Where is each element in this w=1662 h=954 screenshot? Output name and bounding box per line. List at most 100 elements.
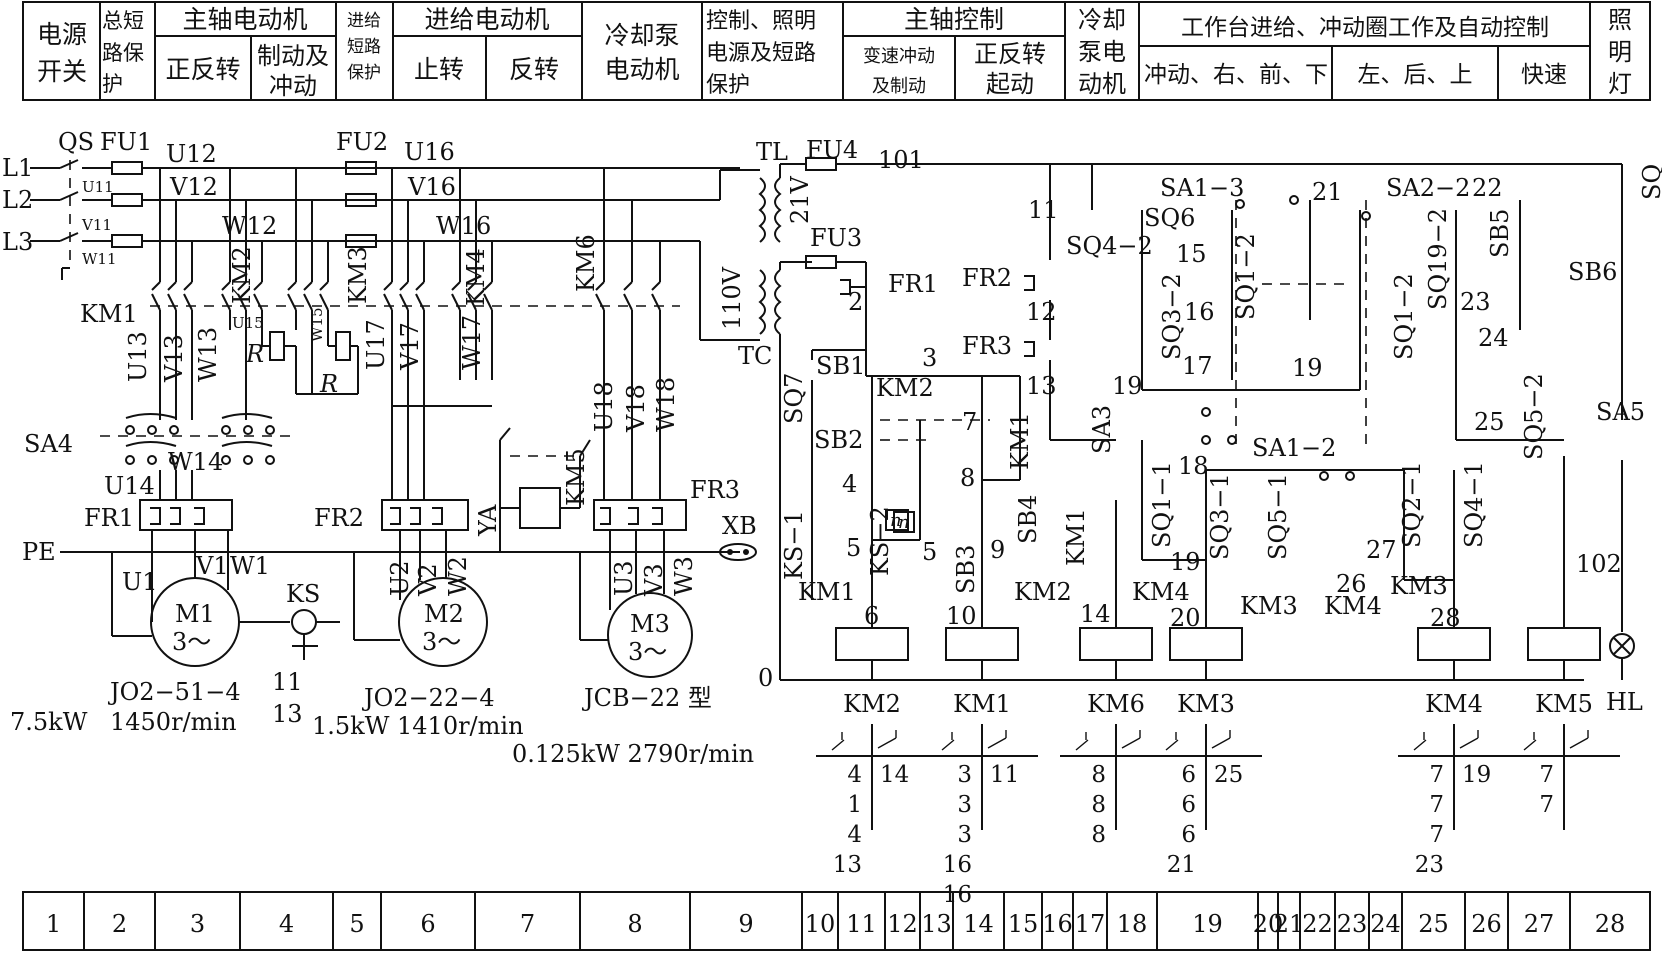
hdr-sub-left-back-up: 左、后、上 [1358,62,1473,88]
coil-km1-no-0: 11 [990,762,1019,788]
coil-km4-nc-2: 7 [1429,822,1444,848]
label-U16: U16 [404,138,455,166]
zone-number-28: 28 [1595,910,1626,938]
label-wire3: 3 [922,344,937,372]
label-wire19b: 19 [1292,354,1323,382]
zone-number-5: 5 [349,910,364,938]
label-wire4: 4 [842,470,857,498]
label-U14: U14 [104,472,155,500]
label-U13: U13 [124,331,152,382]
label-wire13: 13 [1026,372,1057,400]
hdr-total-short-protect: 总短路保护 [102,9,144,96]
coil-km2-nc-0: 4 [847,762,862,788]
coil-km2-nc-1: 1 [847,792,862,818]
coil-km1-nc-4: 16 [943,882,972,908]
label-21V: 21V [786,175,814,224]
label-V2: V2 [414,563,442,597]
label-U2: U2 [386,561,414,597]
label-U11: U11 [82,178,114,196]
component-labels: L1 L2 L3 QS FU1 U11 V11 W11 U12 V12 W12 … [2,128,1662,768]
hdr-power-switch: 电源开关 [37,20,87,86]
label-SA5: SA5 [1596,398,1645,426]
label-SB3: SB3 [952,545,980,594]
label-W18: W18 [652,377,680,432]
label-wire9: 9 [990,536,1005,564]
label-KM1-main: KM1 [80,300,138,328]
label-M1-3ph: 3～ [172,628,211,656]
zone-number-26: 26 [1471,910,1502,938]
hdr-spindle-motor: 主轴电动机 [182,5,307,34]
coil-label-km6: KM6 [1087,690,1145,718]
zone-number-2: 2 [112,910,127,938]
label-KM3-aux1: KM3 [1240,592,1298,620]
label-L3: L3 [2,228,33,256]
zone-number-9: 9 [738,910,753,938]
label-m2-rating: 1.5kW 1410r/min [312,712,524,740]
zone-number-15: 15 [1008,910,1039,938]
label-V17: V17 [396,322,424,371]
label-wire11: 11 [1028,196,1059,224]
label-n1: n [890,510,902,531]
label-wire7: 7 [962,408,977,436]
label-wire18: 18 [1178,452,1209,480]
label-m1-power: 7.5kW [10,708,88,736]
label-HL: HL [1606,688,1643,716]
label-KS-motor: KS [286,580,320,608]
label-wire26: 26 [1336,570,1367,598]
label-SA13: SA1−3 [1160,174,1244,202]
coil-km2-no-0: 14 [880,762,909,788]
label-SB2: SB2 [814,426,863,454]
label-M3: M3 [630,610,670,638]
label-wire21: 21 [1312,178,1343,206]
header-table: 电源开关 总短路保护 主轴电动机 进给短路保护 进给电动机 冷却泵电动机 控制、… [22,1,1651,101]
zone-number-19: 19 [1192,910,1223,938]
label-W17: W17 [458,315,486,370]
coil-label-km5: KM5 [1535,690,1593,718]
hdr-table-feed-control: 工作台进给、冲动圈工作及自动控制 [1181,15,1549,41]
hdr-lighting-lamp: 照明灯 [1608,6,1632,98]
hdr-spindle-control: 主轴控制 [904,5,1004,34]
label-V16: V16 [407,173,456,201]
label-KM2-aux2: KM2 [1014,578,1072,606]
zone-number-1: 1 [46,910,61,938]
label-wire20: 20 [1170,604,1201,632]
label-SQ41: SQ4−1 [1460,461,1488,548]
power-circuit [30,157,1622,680]
label-W15: W15 [308,307,326,342]
label-KM2-main: KM2 [228,246,256,304]
label-wire23: 23 [1460,288,1491,316]
label-KM1-aux1: KM1 [1006,412,1034,470]
label-W3: W3 [670,556,698,596]
label-L1: L1 [2,154,33,182]
label-SQ12b: SQ1−2 [1390,273,1418,360]
label-ks11: 11 [272,668,303,696]
label-SQ32: SQ3−2 [1158,273,1186,360]
label-KS2: KS−2 [866,506,894,576]
zone-number-24: 24 [1370,910,1401,938]
coil-label-km1: KM1 [953,690,1011,718]
label-SA12: SA1−2 [1252,434,1336,462]
coil-km2-nc-2: 4 [847,822,862,848]
label-wire22: 22 [1472,174,1503,202]
label-V18: V18 [622,384,650,433]
label-SQ12a: SQ1−2 [1232,233,1260,320]
label-wire0: 0 [758,664,773,692]
control-circuit [780,164,1635,681]
label-L2: L2 [2,186,33,214]
label-wire15: 15 [1176,240,1207,268]
coil-km1-nc-0: 3 [957,762,972,788]
label-FR2-main: FR2 [314,504,364,532]
label-FU4: FU4 [806,136,858,164]
label-KM2-aux: KM2 [876,374,934,402]
hdr-sub-brake-jog: 制动及冲动 [257,42,329,100]
label-U17: U17 [362,319,390,370]
coil-label-km2: KM2 [843,690,901,718]
label-ks13: 13 [272,700,303,728]
label-M3-3ph: 3～ [628,638,667,666]
label-U18: U18 [590,381,618,432]
label-wire28: 28 [1430,604,1461,632]
label-SB6: SB6 [1568,258,1617,286]
